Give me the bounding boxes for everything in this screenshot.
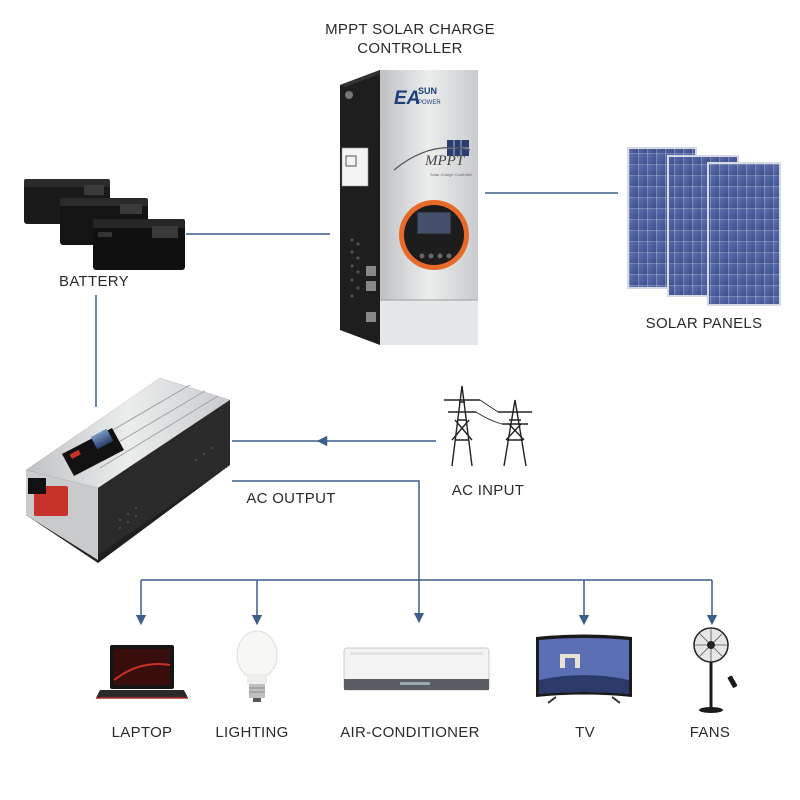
controller-title: MPPT SOLAR CHARGE CONTROLLER [300, 20, 520, 58]
tv-image [536, 634, 632, 704]
light-bulb-image [236, 630, 278, 702]
brand-power-text: POWER [418, 100, 441, 106]
solar-panels-image [627, 147, 781, 306]
controller-subtitle: Solar Charge Controller [430, 172, 473, 177]
laptop-label: LAPTOP [111, 724, 173, 741]
controller-title-line1: MPPT SOLAR CHARGE [325, 21, 495, 38]
brand-sun-text: SUN [418, 86, 437, 96]
mppt-controller-image: EA SUN POWER MPPT Solar Charge Controlle… [340, 70, 478, 345]
air-conditioner-label: AIR-CONDITIONER [340, 724, 480, 741]
ac-input-label: AC INPUT [451, 482, 525, 499]
inverter-image [26, 378, 230, 563]
battery-image [24, 179, 185, 270]
battery-label: BATTERY [59, 273, 129, 290]
fans-label: FANS [689, 724, 731, 741]
laptop-image [96, 645, 188, 699]
connector-lines [95, 192, 718, 626]
controller-title-line2: CONTROLLER [357, 40, 463, 57]
solar-panels-label: SOLAR PANELS [645, 315, 763, 332]
fan-image [693, 627, 738, 713]
brand-logo: EA [394, 88, 420, 109]
tv-label: TV [575, 724, 595, 741]
ac-output-label: AC OUTPUT [246, 490, 336, 507]
transmission-towers-image [444, 385, 532, 467]
air-conditioner-image [343, 647, 490, 691]
ac-output-line [232, 480, 425, 624]
mppt-logo-text: MPPT [424, 153, 466, 169]
lighting-label: LIGHTING [215, 724, 289, 741]
